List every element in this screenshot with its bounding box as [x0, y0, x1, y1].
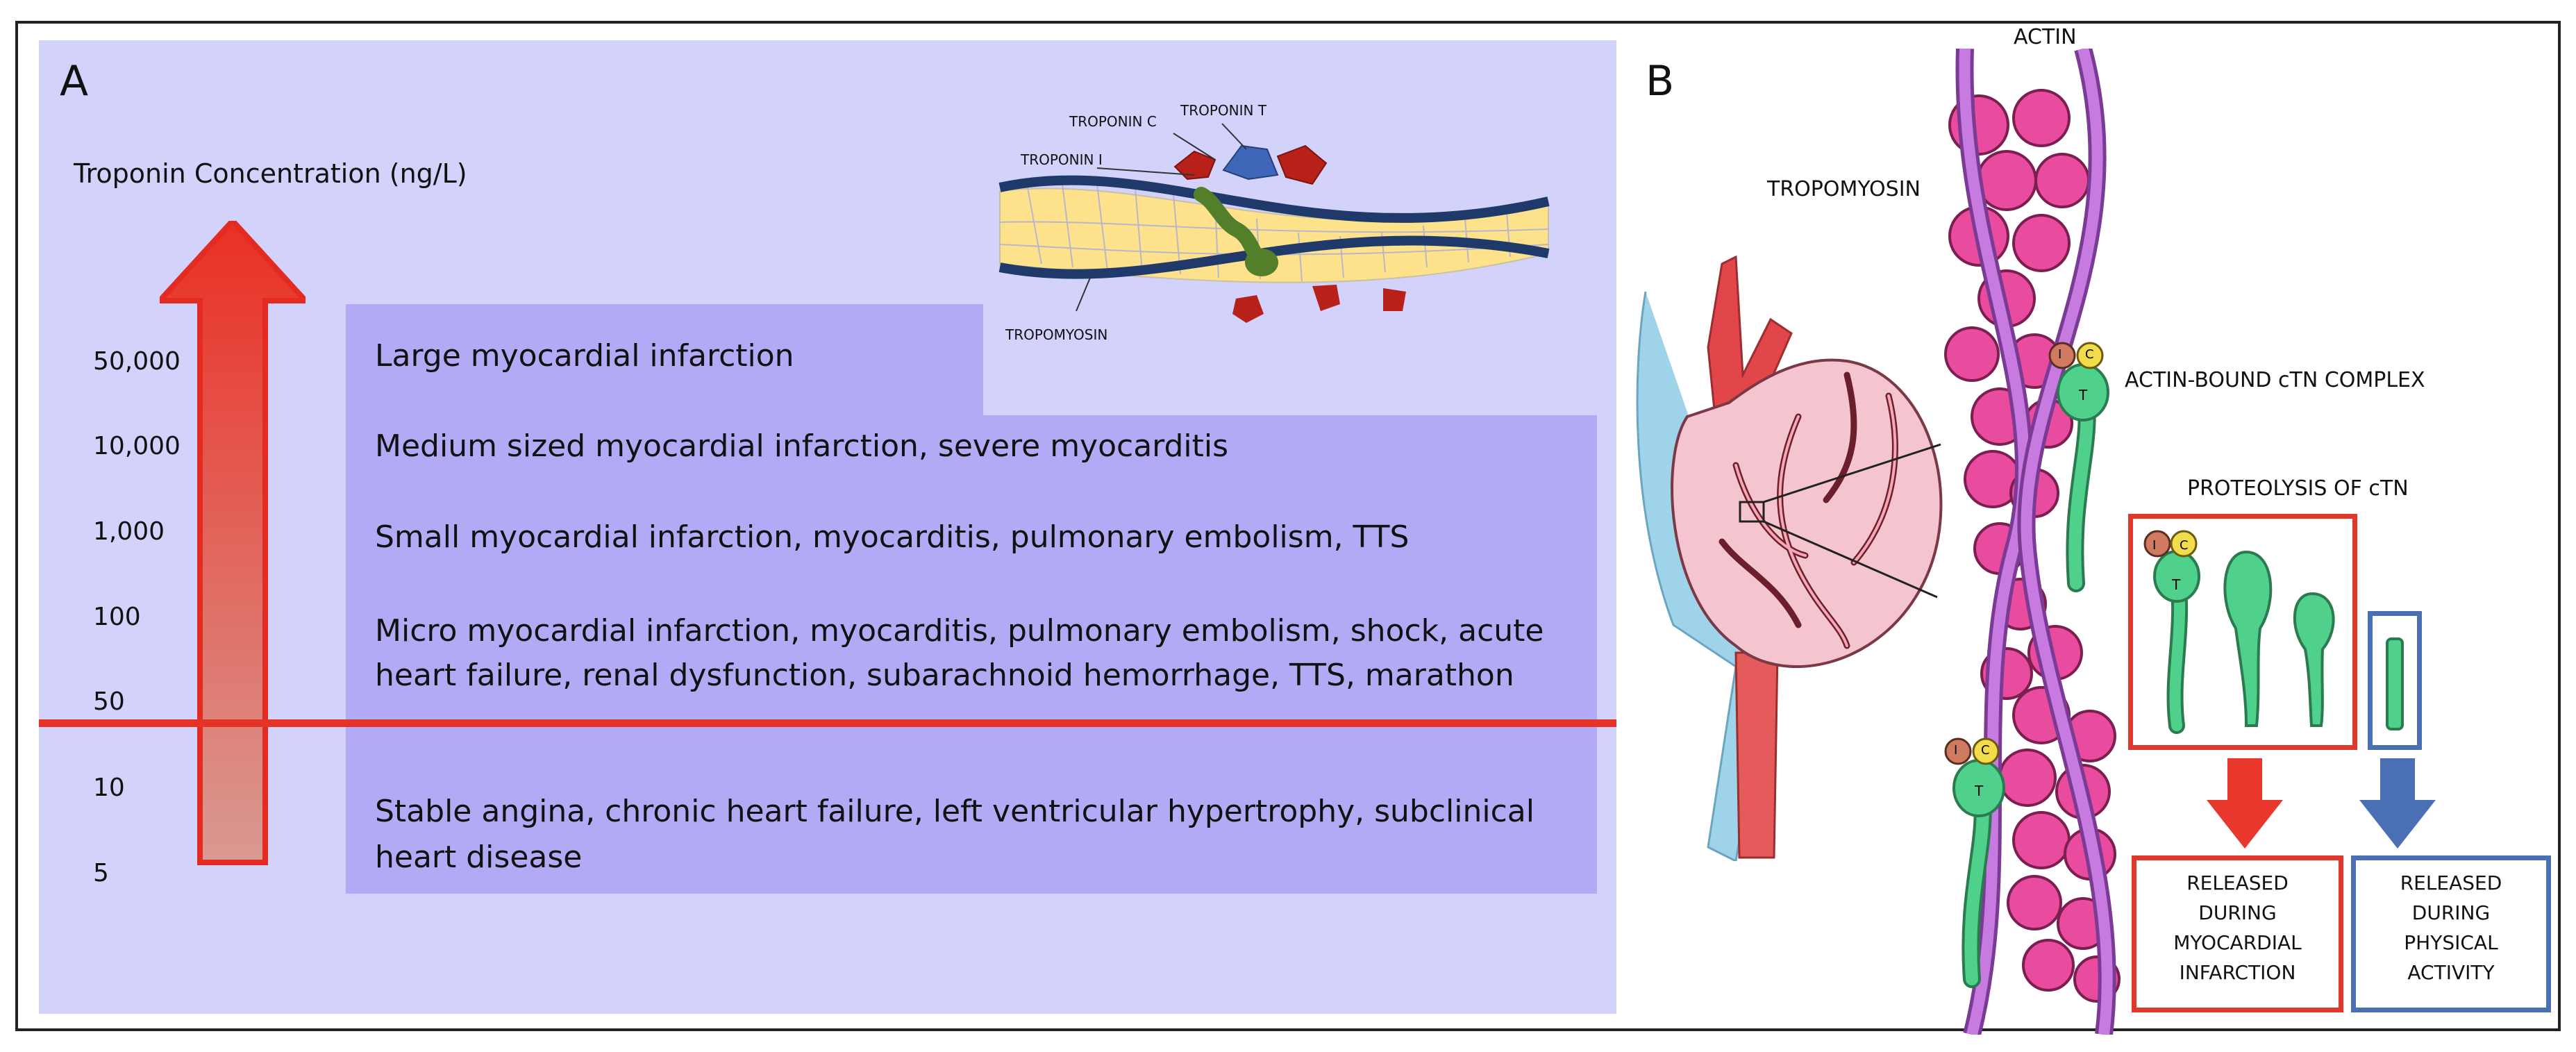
band-stable-line2: heart disease — [375, 840, 583, 875]
label-troponin-i: TROPONIN I — [1021, 151, 1103, 168]
actin-bound-troponin-lower — [1944, 737, 2005, 988]
actin-filament — [1944, 49, 2121, 1035]
label-actin-bound-complex: ACTIN-BOUND cTN COMPLEX — [2125, 368, 2425, 392]
released-pa-text: RELEASED DURING PHYSICAL ACTIVITY — [2356, 868, 2546, 987]
released-pa-line-4: ACTIVITY — [2407, 961, 2495, 984]
fragment-subunit-i: I — [2152, 538, 2157, 553]
released-mi-line-1: RELEASED — [2186, 871, 2289, 894]
band-medium-mi: Medium sized myocardial infarction, seve… — [375, 428, 1229, 464]
label-tropomyosin-a: TROPOMYOSIN — [1005, 326, 1108, 343]
released-pa-line-3: PHYSICAL — [2404, 931, 2498, 954]
band-small-mi: Small myocardial infarction, myocarditis… — [375, 519, 1410, 555]
label-actin: ACTIN — [2014, 25, 2077, 49]
tick-5: 5 — [93, 859, 109, 887]
small-fragment — [2386, 637, 2404, 730]
label-proteolysis: PROTEOLYSIS OF cTN — [2187, 476, 2409, 501]
band-micro-mi-line1: Micro myocardial infarction, myocarditis… — [375, 613, 1544, 649]
concentration-arrow — [160, 221, 306, 865]
released-mi-line-4: INFARCTION — [2179, 961, 2296, 984]
tick-10000: 10,000 — [93, 432, 181, 460]
released-pa-line-2: DURING — [2411, 901, 2491, 924]
arrow-down-red — [2207, 758, 2283, 849]
tick-1000: 1,000 — [93, 517, 165, 546]
tick-100: 100 — [93, 603, 141, 631]
proteolysis-box-mi — [2128, 514, 2357, 750]
proteolysis-box-pa — [2368, 611, 2422, 750]
label-troponin-t: TROPONIN T — [1180, 102, 1267, 119]
upper-subunit-i: I — [2058, 347, 2062, 362]
troponin-complex-illustration — [998, 123, 1550, 323]
label-troponin-c: TROPONIN C — [1069, 113, 1157, 130]
band-block-middle — [346, 415, 1597, 719]
tick-50000: 50,000 — [93, 347, 181, 376]
arrow-down-blue — [2359, 758, 2436, 849]
released-pa-box — [2351, 855, 2551, 1012]
actin-bound-troponin-upper — [2048, 342, 2109, 592]
upper-subunit-c: C — [2085, 347, 2094, 362]
tick-10: 10 — [93, 774, 125, 802]
axis-title: Troponin Concentration (ng/L) — [74, 158, 467, 189]
heart-illustration — [1636, 255, 1943, 861]
label-tropomyosin-b: TROPOMYOSIN — [1767, 177, 1921, 201]
band-large-mi: Large myocardial infarction — [375, 338, 794, 374]
released-mi-line-3: MYOCARDIAL — [2173, 931, 2302, 954]
figure-frame — [15, 21, 2561, 1031]
lower-subunit-c: C — [1981, 743, 1990, 758]
panel-a-letter: A — [60, 57, 89, 106]
proteolysis-fragments — [2143, 530, 2335, 734]
panel-b-letter: B — [1646, 57, 1675, 106]
threshold-line — [39, 719, 1616, 727]
upper-subunit-t: T — [2079, 387, 2088, 403]
released-mi-box — [2132, 855, 2343, 1012]
band-block-top — [346, 304, 983, 417]
released-mi-line-2: DURING — [2198, 901, 2277, 924]
lower-subunit-i: I — [1954, 743, 1958, 758]
band-stable-line1: Stable angina, chronic heart failure, le… — [375, 794, 1534, 829]
fragment-subunit-t: T — [2172, 576, 2181, 593]
band-block-bottom — [346, 727, 1597, 894]
band-micro-mi-line2: heart failure, renal dysfunction, subara… — [375, 658, 1514, 693]
lower-subunit-t: T — [1975, 783, 1984, 799]
released-pa-line-1: RELEASED — [2400, 871, 2502, 894]
released-mi-text: RELEASED DURING MYOCARDIAL INFARCTION — [2136, 868, 2339, 987]
tick-50: 50 — [93, 687, 125, 716]
fragment-subunit-c: C — [2180, 538, 2189, 553]
